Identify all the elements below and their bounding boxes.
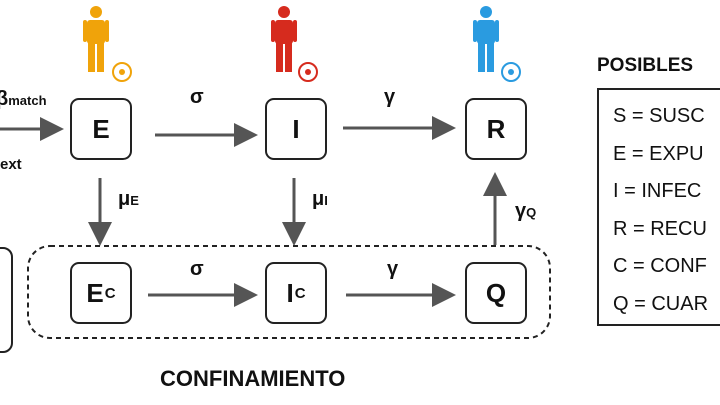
soccer-ball-icon bbox=[298, 62, 318, 82]
exposed-person-icon bbox=[83, 6, 109, 72]
legend-box: S = SUSC E = EXPU I = INFEC R = RECU C =… bbox=[597, 88, 720, 326]
rate-symbol: μ bbox=[118, 188, 131, 210]
legend-item: I = INFEC bbox=[613, 180, 702, 202]
compartment-Q: Q bbox=[465, 262, 527, 324]
legend-item: R = RECU bbox=[613, 217, 707, 240]
legend-title: POSIBLES bbox=[597, 55, 694, 76]
compartment-label: E bbox=[92, 113, 110, 144]
compartment-label: R bbox=[486, 113, 506, 144]
rate-symbol: β bbox=[0, 88, 9, 110]
rate-sub: I bbox=[324, 193, 328, 208]
rate-symbol: μ bbox=[312, 188, 325, 210]
compartment-R: R bbox=[465, 98, 527, 160]
rate-sub: match bbox=[8, 93, 47, 108]
confinement-region bbox=[27, 245, 551, 339]
soccer-ball-icon bbox=[112, 62, 132, 82]
legend-item: E = EXPU bbox=[613, 142, 704, 165]
rate-gamma-top: γ bbox=[384, 86, 396, 108]
rate-gamma-Q: γQ bbox=[515, 200, 536, 223]
compartment-label: Q bbox=[485, 277, 507, 308]
rate-mu-I: μI bbox=[312, 188, 328, 211]
compartment-sub: C bbox=[104, 284, 116, 302]
rate-sub: Q bbox=[526, 205, 537, 220]
legend-item: Q = CUAR bbox=[613, 292, 709, 315]
rate-mu-E: μE bbox=[118, 188, 139, 211]
rate-sigma-top: σ bbox=[190, 86, 204, 108]
rate-sub: E bbox=[130, 193, 139, 208]
rate-sigma-bottom: σ bbox=[190, 258, 204, 280]
compartment-E: E bbox=[70, 98, 132, 160]
rate-sub: ext bbox=[0, 156, 22, 173]
recovered-person-icon bbox=[473, 6, 499, 72]
legend-item: C = CONF bbox=[613, 255, 707, 277]
legend-item: S = SUSC bbox=[613, 105, 705, 127]
rate-beta-match: βmatch bbox=[0, 88, 47, 111]
compartment-label: I bbox=[292, 113, 300, 144]
compartment-I: I bbox=[265, 98, 327, 160]
compartment-label: E bbox=[86, 277, 104, 308]
compartment-label: I bbox=[286, 277, 294, 308]
compartment-sub: C bbox=[294, 284, 306, 302]
rate-symbol: γ bbox=[515, 200, 527, 222]
soccer-ball-icon bbox=[501, 62, 521, 82]
confinement-label: CONFINAMIENTO bbox=[160, 366, 346, 391]
rate-gamma-bottom: γ bbox=[387, 258, 399, 280]
rate-beta-ext: ext bbox=[0, 156, 22, 173]
infected-person-icon bbox=[271, 6, 297, 72]
susceptible-box-partial bbox=[0, 247, 13, 353]
